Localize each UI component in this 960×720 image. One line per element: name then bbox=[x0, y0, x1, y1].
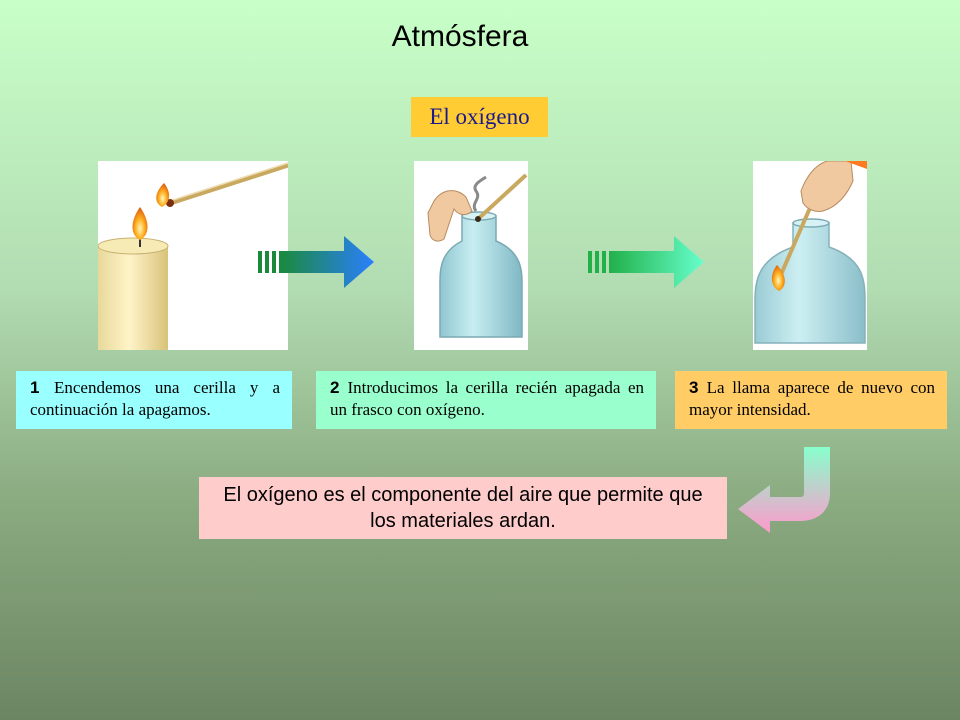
lit-candle-and-match-icon bbox=[98, 161, 288, 350]
step-1-box: 1 Encendemos una cerilla y a continuació… bbox=[16, 371, 292, 429]
step-3-box: 3 La llama aparece de nuevo con mayor in… bbox=[675, 371, 947, 429]
relit-match-in-flask-icon bbox=[753, 161, 867, 350]
step-2-box: 2 Introducimos la cerilla recién apagada… bbox=[316, 371, 656, 429]
conclusion-text: El oxígeno es el componente del aire que… bbox=[223, 484, 703, 532]
step-text: Introducimos la cerilla recién apagada e… bbox=[330, 378, 644, 419]
conclusion-box: El oxígeno es el componente del aire que… bbox=[199, 477, 727, 539]
step-text: La llama aparece de nuevo con mayor inte… bbox=[689, 378, 935, 419]
step-number: 2 bbox=[330, 378, 348, 397]
section-subtitle: El oxígeno bbox=[411, 97, 548, 137]
step-number: 3 bbox=[689, 378, 707, 397]
step-number: 1 bbox=[30, 378, 54, 397]
curved-arrow-icon bbox=[736, 445, 836, 540]
step-text: Encendemos una cerilla y a continuación … bbox=[30, 378, 280, 419]
extinguished-match-in-flask-icon bbox=[414, 161, 528, 350]
arrow-right-icon bbox=[588, 236, 706, 288]
page-title: Atmósfera bbox=[391, 20, 529, 53]
arrow-right-icon bbox=[258, 236, 376, 288]
